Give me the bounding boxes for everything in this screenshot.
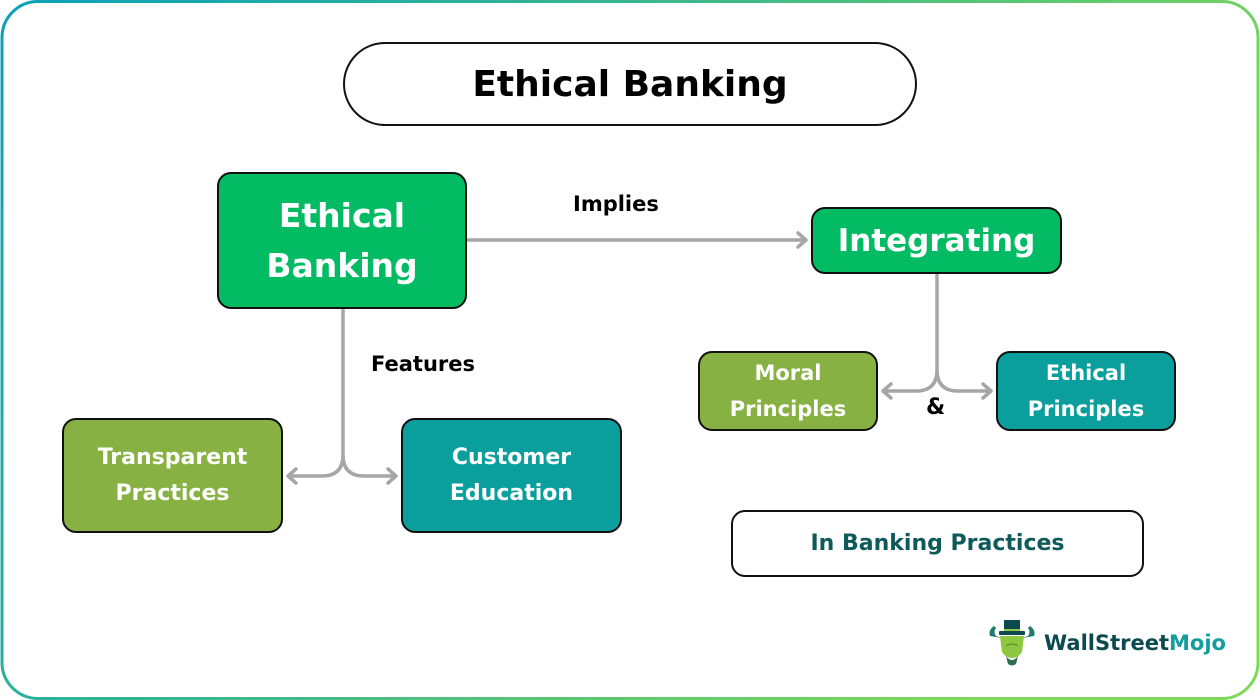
brand-name-part1: WallStreet xyxy=(1044,631,1170,655)
principle-node-line1: Ethical xyxy=(1045,361,1127,385)
principle-node-line2: Principles xyxy=(1027,397,1145,421)
feature-node-line2: Practices xyxy=(115,480,230,506)
bull-with-top-hat-icon xyxy=(989,620,1035,666)
brand-logo: WallStreetMojo xyxy=(986,618,1226,668)
brand-name: WallStreetMojo xyxy=(1044,631,1226,655)
root-node-line2: Banking xyxy=(266,245,418,285)
context-text: In Banking Practices xyxy=(810,531,1065,556)
diagram-title: Ethical Banking xyxy=(343,42,917,126)
principle-node-line1: Moral xyxy=(754,361,822,385)
feature-node-line2: Education xyxy=(449,480,574,506)
features-label: Features xyxy=(371,352,475,376)
principle-node-line2: Principles xyxy=(729,397,847,421)
feature-node-line1: Transparent xyxy=(97,444,248,470)
feature-node-transparent-practices: Transparent Practices xyxy=(62,418,283,533)
principle-node-ethical: Ethical Principles xyxy=(996,351,1176,431)
connectors xyxy=(286,231,993,485)
integrating-connector xyxy=(881,273,993,400)
diagram-title-text: Ethical Banking xyxy=(472,63,788,105)
feature-node-customer-education: Customer Education xyxy=(401,418,622,533)
root-node-line1: Ethical xyxy=(278,195,406,235)
integrating-text: Integrating xyxy=(837,222,1036,259)
root-node-ethical-banking: Ethical Banking xyxy=(217,172,467,309)
features-connector xyxy=(286,308,398,485)
integrating-node: Integrating xyxy=(811,207,1062,274)
ampersand-label: & xyxy=(926,395,946,420)
principle-node-moral: Moral Principles xyxy=(698,351,878,431)
context-node-in-banking-practices: In Banking Practices xyxy=(731,510,1144,577)
feature-node-line1: Customer xyxy=(451,444,572,470)
brand-name-part2: Mojo xyxy=(1169,631,1226,655)
implies-arrow xyxy=(466,231,808,249)
implies-label: Implies xyxy=(573,192,659,216)
